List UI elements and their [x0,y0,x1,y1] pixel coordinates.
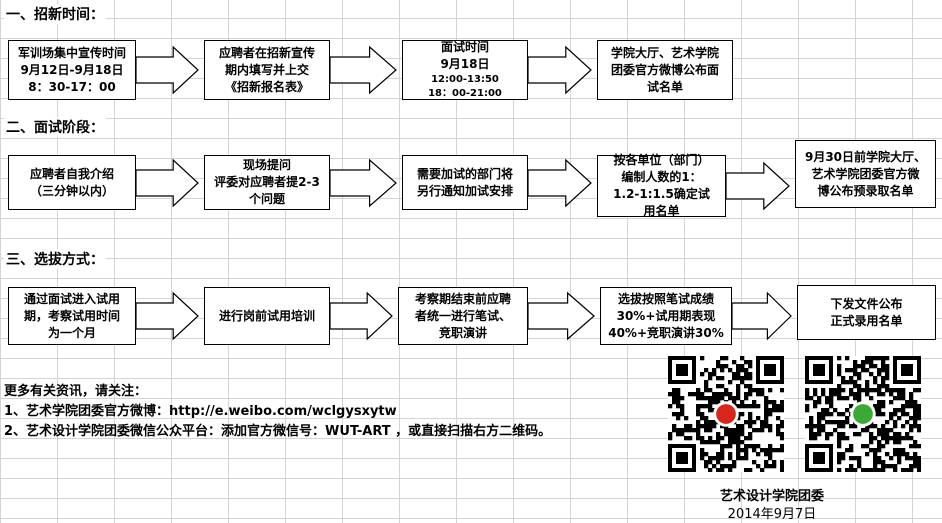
step-text: 面试时间 9月18日 12:00-13:50 18：00-21:00 [428,39,502,101]
flow-step-box: 9月30日前学院大厅、艺术学院团委官方微博公布预录取名单 [795,140,936,208]
right-arrow-icon [136,291,199,341]
step-line: 通过面试进入试用 [23,291,120,306]
step-line: 军训场集中宣传时间 [17,45,126,60]
flow-step-box: 下发文件公布正式录用名单 [797,285,936,340]
step-line: 者统一进行笔试、 [414,308,511,323]
step-line: 用名单 [643,204,680,218]
right-arrow-icon [330,45,397,95]
flow-step-box: 按各单位（部门） 编制人数的1： 1.2-1:1.5确定试用名单 [597,152,726,220]
flow-step-box: 考察期结束前应聘者统一进行笔试、竞职演讲 [398,287,528,345]
info-line: 更多有关资讯，请关注： [4,384,148,399]
step-text: 现场提问评委对应聘者提2-3 个问题 [214,157,320,208]
step-line: 试名单 [646,79,683,94]
step-line: 艺术学院团委官方微 [811,166,920,181]
right-arrow-icon [528,158,592,207]
step-text: 通过面试进入试用期，考察试用时间为一个月 [24,291,120,342]
step-line: 评委对应聘者提2-3 [214,175,320,189]
right-arrow-icon [732,291,792,341]
step-line: （三分钟以内） [29,183,114,198]
step-line: 博公布预录取名单 [817,183,914,198]
footer-org: 艺术设计学院团委 [719,489,824,504]
info-line: 2、艺术设计学院团委微信公众平台：添加官方微信号：WUT-ART ，或直接扫描右… [4,424,552,439]
section-title: 一、招新时间： [4,4,106,24]
step-text: 进行岗前试用培训 [219,308,315,325]
step-text: 下发文件公布正式录用名单 [830,296,902,330]
wechat-qr-icon [805,356,921,472]
section-title: 二、面试阶段： [4,117,106,137]
flow-step-box: 需要加试的部门将另行通知加试安排 [402,155,528,210]
flow-step-box: 通过面试进入试用期，考察试用时间为一个月 [8,287,136,345]
step-text: 9月30日前学院大厅、艺术学院团委官方微博公布预录取名单 [805,149,926,200]
step-line: 8：30-17：00 [28,79,116,94]
step-line: 团委官方微博公布面 [610,62,719,77]
weibo-qr-icon [668,356,784,472]
step-line: 正式录用名单 [830,313,903,328]
step-line: 竞职演讲 [438,325,487,340]
flow-step-box: 现场提问评委对应聘者提2-3 个问题 [204,155,330,210]
step-line: 为一个月 [47,325,96,340]
step-line: 下发文件公布 [830,296,903,311]
right-arrow-icon [528,45,592,95]
step-line: 应聘者在招新宣传 [218,45,315,60]
step-line: 学院大厅、艺术学院 [610,45,719,60]
step-line: 40%+竞职演讲30% [608,325,724,340]
info-line: 1、艺术学院团委官方微博：http://e.weibo.com/wclgysxy… [4,404,397,419]
flow-step-box: 选拔按照笔试成绩 30%+试用期表现 40%+竞职演讲30% [600,287,732,345]
step-line: 期，考察试用时间 [23,308,120,323]
step-line: 9月30日前学院大厅、 [804,149,927,164]
step-line: 按各单位（部门） [613,153,710,167]
right-arrow-icon [330,291,393,341]
right-arrow-icon [726,161,790,211]
flow-step-box: 应聘者自我介绍 （三分钟以内） [8,155,136,210]
step-text: 需要加试的部门将另行通知加试安排 [417,166,513,200]
flow-step-box: 面试时间 9月18日 12:00-13:50 18：00-21:00 [402,40,528,100]
footer-date: 2014年9月7日 [727,507,817,522]
right-arrow-icon [136,45,199,95]
step-text: 应聘者在招新宣传期内填写并上交《招新报名表》 [219,45,315,96]
step-line: 编制人数的1： [621,170,702,184]
flow-step-box: 进行岗前试用培训 [204,287,330,345]
step-line: 期内填写并上交 [224,62,309,77]
right-arrow-icon [136,158,199,207]
flow-step-box: 军训场集中宣传时间 9月12日-9月18日 8：30-17：00 [8,40,136,100]
right-arrow-icon [528,291,595,341]
right-arrow-icon [330,158,397,207]
step-text: 军训场集中宣传时间 9月12日-9月18日 8：30-17：00 [18,45,126,96]
flow-step-box: 学院大厅、艺术学院团委官方微博公布面试名单 [597,40,733,100]
step-text: 学院大厅、艺术学院团委官方微博公布面试名单 [611,45,719,96]
step-line: 需要加试的部门将 [416,166,513,181]
step-text: 选拔按照笔试成绩 30%+试用期表现 40%+竞职演讲30% [608,291,724,342]
step-line: 1.2-1:1.5确定试 [613,187,710,201]
step-text: 考察期结束前应聘者统一进行笔试、竞职演讲 [415,291,511,342]
step-line: 30%+试用期表现 [616,308,716,323]
flow-step-box: 应聘者在招新宣传期内填写并上交《招新报名表》 [204,40,330,100]
step-line: 12:00-13:50 [431,74,499,85]
step-line: 考察期结束前应聘 [414,291,511,306]
step-line: 应聘者自我介绍 [29,166,114,181]
step-line: 另行通知加试安排 [416,183,513,198]
step-line: 《招新报名表》 [224,79,309,94]
step-line: 面试时间 [440,40,489,54]
step-text: 按各单位（部门） 编制人数的1： 1.2-1:1.5确定试用名单 [613,152,710,220]
section-title: 三、选拔方式： [4,249,106,269]
step-line: 选拔按照笔试成绩 [617,291,714,306]
step-line: 现场提问 [242,158,291,172]
step-line: 进行岗前试用培训 [218,308,315,323]
step-line: 9月12日-9月18日 [20,62,124,77]
step-text: 应聘者自我介绍 （三分钟以内） [30,166,114,200]
step-line: 个问题 [248,192,285,206]
step-line: 18：00-21:00 [428,88,502,99]
step-line: 9月18日 [440,57,490,71]
